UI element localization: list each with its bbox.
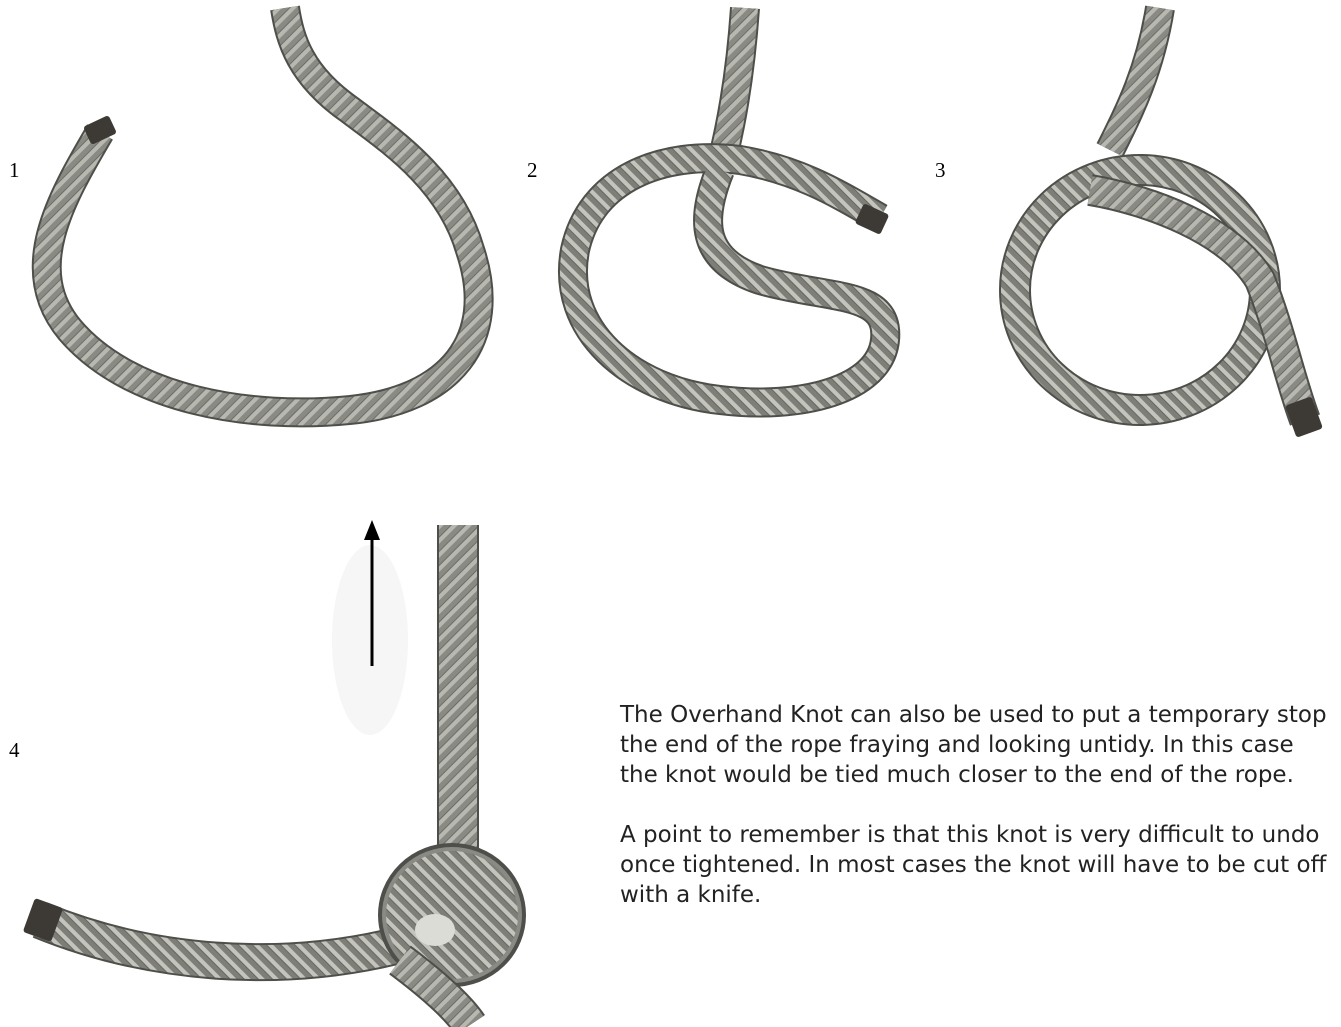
step-number-4: 4 — [9, 740, 20, 761]
rope-step-2 — [573, 8, 889, 403]
step-number-1: 1 — [9, 160, 20, 181]
rope-step-1 — [47, 8, 479, 412]
description-paragraph-1: The Overhand Knot can also be used to pu… — [620, 700, 1335, 790]
rope-step-4 — [23, 525, 524, 1025]
description-paragraph-2: A point to remember is that this knot is… — [620, 820, 1335, 910]
description-text: The Overhand Knot can also be used to pu… — [620, 700, 1335, 940]
rope-step-3 — [1015, 8, 1323, 438]
step-number-2: 2 — [527, 160, 538, 181]
step-number-3: 3 — [935, 160, 946, 181]
up-arrow-icon — [332, 520, 408, 735]
